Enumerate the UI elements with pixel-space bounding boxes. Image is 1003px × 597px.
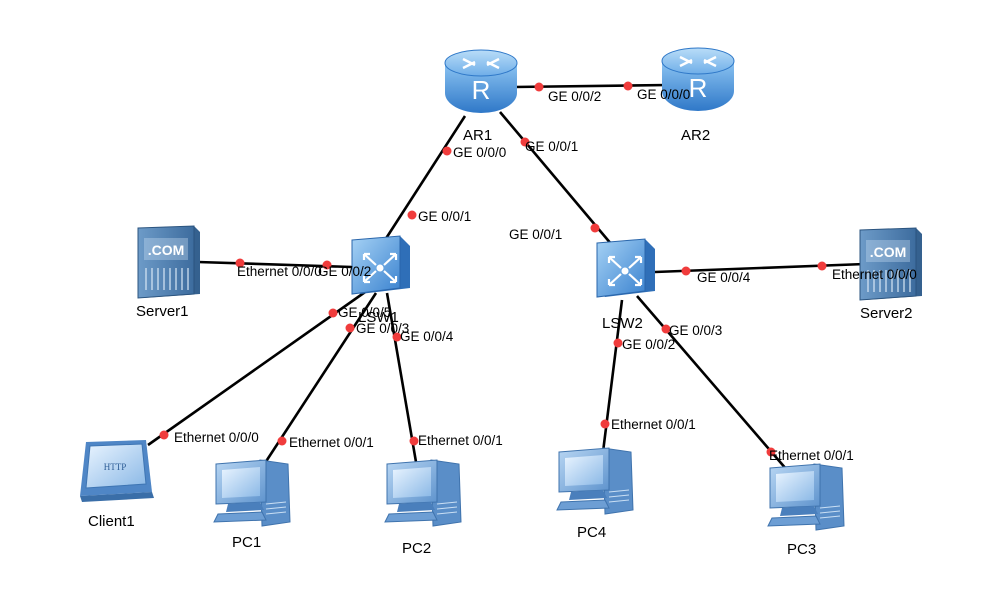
- port-label-ar1-ge002: GE 0/0/2: [548, 89, 601, 104]
- node-label-client1: Client1: [88, 513, 135, 530]
- port-dot: [409, 436, 419, 446]
- pc-icon: [213, 459, 291, 527]
- port-label-lsw1-ge005: GE 0/0/5: [338, 305, 391, 320]
- port-dot: [345, 323, 355, 333]
- switch-icon: [351, 235, 410, 295]
- port-label-pc4-eth001: Ethernet 0/0/1: [611, 417, 696, 432]
- pc-icon: [384, 459, 462, 527]
- link-ar1-lsw1[interactable]: [383, 115, 467, 241]
- port-label-ar2-ge000: GE 0/0/0: [637, 87, 690, 102]
- router-glyph: R: [472, 75, 491, 105]
- server-server1[interactable]: .COM: [137, 225, 200, 299]
- router-icon: R: [444, 49, 518, 113]
- port-dot: [520, 137, 530, 147]
- server-server2[interactable]: .COM: [859, 227, 922, 301]
- port-label-pc3-eth001: Ethernet 0/0/1: [769, 448, 854, 463]
- client-client1[interactable]: HTTP: [80, 440, 154, 502]
- port-dot: [442, 146, 452, 156]
- port-dot: [159, 430, 169, 440]
- port-dot: [407, 210, 417, 220]
- port-labels: GE 0/0/2 GE 0/0/0 GE 0/0/0 GE 0/0/1 GE 0…: [174, 87, 917, 463]
- port-label-lsw2-ge003: GE 0/0/3: [669, 323, 722, 338]
- switch-lsw2[interactable]: [596, 238, 655, 298]
- pc-pc1[interactable]: [213, 459, 291, 527]
- router-glyph: R: [689, 73, 708, 103]
- node-label-ar2: AR2: [681, 127, 710, 144]
- client-glyph: HTTP: [104, 462, 127, 472]
- server-icon: .COM: [137, 225, 200, 299]
- port-label-server1-eth000: Ethernet 0/0/0: [237, 264, 322, 279]
- port-label-lsw1-ge003: GE 0/0/3: [356, 321, 409, 336]
- node-label-ar1: AR1: [463, 127, 492, 144]
- port-label-lsw1-ge002: GE 0/0/2: [318, 264, 371, 279]
- port-label-lsw2-ge001: GE 0/0/1: [509, 227, 562, 242]
- node-label-pc2: PC2: [402, 540, 431, 557]
- port-dot: [235, 258, 245, 268]
- switch-lsw1[interactable]: [351, 235, 410, 295]
- port-dot: [661, 324, 671, 334]
- link-lsw1-pc2[interactable]: [385, 292, 418, 463]
- node-label-pc4: PC4: [577, 524, 606, 541]
- node-label-pc1: PC1: [232, 534, 261, 551]
- port-dot: [817, 261, 827, 271]
- pc-pc3[interactable]: [767, 463, 845, 531]
- port-label-lsw2-ge004: GE 0/0/4: [697, 270, 751, 285]
- port-dot: [600, 419, 610, 429]
- node-label-pc3: PC3: [787, 541, 816, 558]
- port-label-server2-eth000: Ethernet 0/0/0: [832, 267, 917, 282]
- port-dots: [159, 81, 827, 457]
- router-ar1[interactable]: R: [444, 49, 518, 113]
- port-label-pc2-eth001: Ethernet 0/0/1: [418, 433, 503, 448]
- port-dot: [328, 308, 338, 318]
- port-dot: [623, 81, 633, 91]
- port-dot: [613, 338, 623, 348]
- switch-icon: [596, 238, 655, 298]
- port-dot: [392, 332, 402, 342]
- node-label-server2: Server2: [860, 305, 913, 322]
- link-lsw2-pc3[interactable]: [636, 295, 788, 471]
- router-ar2[interactable]: R: [661, 47, 735, 111]
- server-glyph: .COM: [870, 244, 907, 260]
- router-icon: R: [661, 47, 735, 111]
- pc-icon: [767, 463, 845, 531]
- port-label-lsw1-ge001: GE 0/0/1: [418, 209, 471, 224]
- port-label-ar1-ge000: GE 0/0/0: [453, 145, 506, 160]
- pc-pc2[interactable]: [384, 459, 462, 527]
- node-labels: AR1 AR2 LSW1 LSW2 Server1 Server2 Client…: [88, 127, 913, 558]
- port-dot: [766, 447, 776, 457]
- http-client-icon: HTTP: [80, 440, 154, 502]
- port-dot: [681, 266, 691, 276]
- port-dot: [277, 436, 287, 446]
- port-label-client1-eth000: Ethernet 0/0/0: [174, 430, 259, 445]
- port-dot: [322, 260, 332, 270]
- node-label-server1: Server1: [136, 303, 189, 320]
- node-label-lsw1: LSW1: [358, 309, 399, 326]
- link-lsw1-pc1[interactable]: [263, 292, 378, 464]
- port-dot: [534, 82, 544, 92]
- node-label-lsw2: LSW2: [602, 315, 643, 332]
- port-label-lsw1-ge004: GE 0/0/4: [400, 329, 454, 344]
- server-icon: .COM: [859, 227, 922, 301]
- port-label-pc1-eth001: Ethernet 0/0/1: [289, 435, 374, 450]
- port-label-lsw2-ge002: GE 0/0/2: [622, 337, 675, 352]
- link-ar1-lsw2[interactable]: [499, 111, 613, 246]
- port-label-ar1-ge001: GE 0/0/1: [525, 139, 578, 154]
- pc-icon: [556, 447, 634, 515]
- pc-pc4[interactable]: [556, 447, 634, 515]
- port-dot: [590, 223, 600, 233]
- server-glyph: .COM: [148, 242, 185, 258]
